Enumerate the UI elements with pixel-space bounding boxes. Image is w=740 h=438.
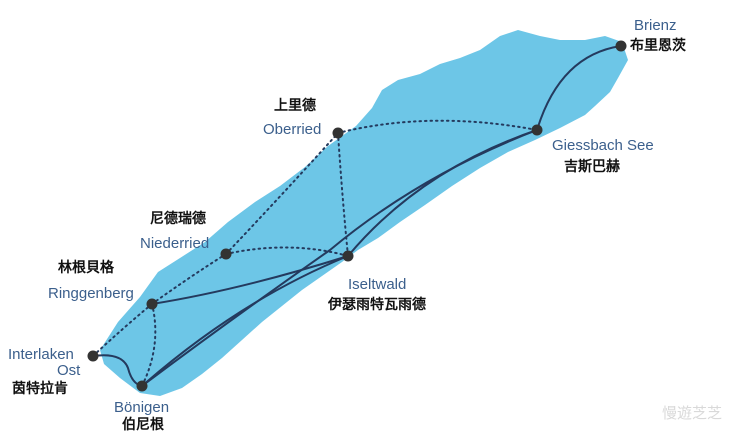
- route-niederried-oberried: [225, 132, 339, 255]
- station-dot-bonigen[interactable]: [136, 380, 148, 392]
- station-label-giessbach: Giessbach See: [552, 137, 654, 154]
- station-label-brienz: Brienz: [634, 17, 677, 34]
- station-markers: [87, 40, 627, 392]
- station-label-oberried-zh: 上里德: [274, 98, 316, 114]
- station-dot-oberried[interactable]: [332, 127, 344, 139]
- route-oberried-iseltwald: [337, 132, 349, 257]
- stopping-routes: [92, 119, 538, 387]
- station-label-ringgenberg: Ringgenberg: [48, 285, 134, 302]
- station-dot-giessbach[interactable]: [531, 124, 543, 136]
- station-label-bonigen-zh: 伯尼根: [122, 417, 164, 433]
- direct-routes: [92, 45, 622, 387]
- station-label-interlaken-line2: Ost: [57, 362, 81, 379]
- route-oberried-giessbach: [337, 119, 538, 134]
- route-ringgenberg-niederried: [151, 253, 227, 305]
- lake-brienz: [100, 30, 628, 396]
- station-dot-interlaken[interactable]: [87, 350, 99, 362]
- station-dot-ringgenberg[interactable]: [146, 298, 158, 310]
- station-dot-brienz[interactable]: [615, 40, 627, 52]
- route-iseltwald-ringgenberg: [151, 255, 349, 305]
- route-interlaken-ringgenberg: [92, 303, 153, 357]
- station-label-giessbach-zh: 吉斯巴赫: [564, 159, 620, 175]
- station-label-brienz-zh: 布里恩茨: [630, 38, 686, 54]
- station-label-niederried-zh: 尼德瑞德: [150, 211, 206, 227]
- station-label-oberried: Oberried: [263, 121, 322, 138]
- station-label-iseltwald: Iseltwald: [348, 276, 407, 293]
- station-label-iseltwald-zh: 伊瑟雨特瓦雨德: [328, 297, 426, 313]
- station-dot-niederried[interactable]: [220, 248, 232, 260]
- route-brienz-giessbach: [536, 45, 622, 131]
- route-niederried-iseltwald: [225, 246, 349, 257]
- station-label-interlaken-zh: 茵特拉肯: [12, 381, 68, 397]
- route-iseltwald-bonigen: [141, 255, 349, 387]
- station-label-bonigen: Bönigen: [114, 399, 170, 416]
- station-dot-iseltwald[interactable]: [342, 250, 354, 262]
- station-label-niederried: Niederried: [140, 235, 210, 252]
- route-giessbach-bonigen: [141, 129, 538, 387]
- watermark: 慢遊芝芝: [662, 404, 723, 422]
- station-label-interlaken-line1: Interlaken: [8, 346, 74, 363]
- route-interlaken-bonigen: [92, 354, 143, 387]
- station-label-ringgenberg-zh: 林根貝格: [58, 260, 114, 276]
